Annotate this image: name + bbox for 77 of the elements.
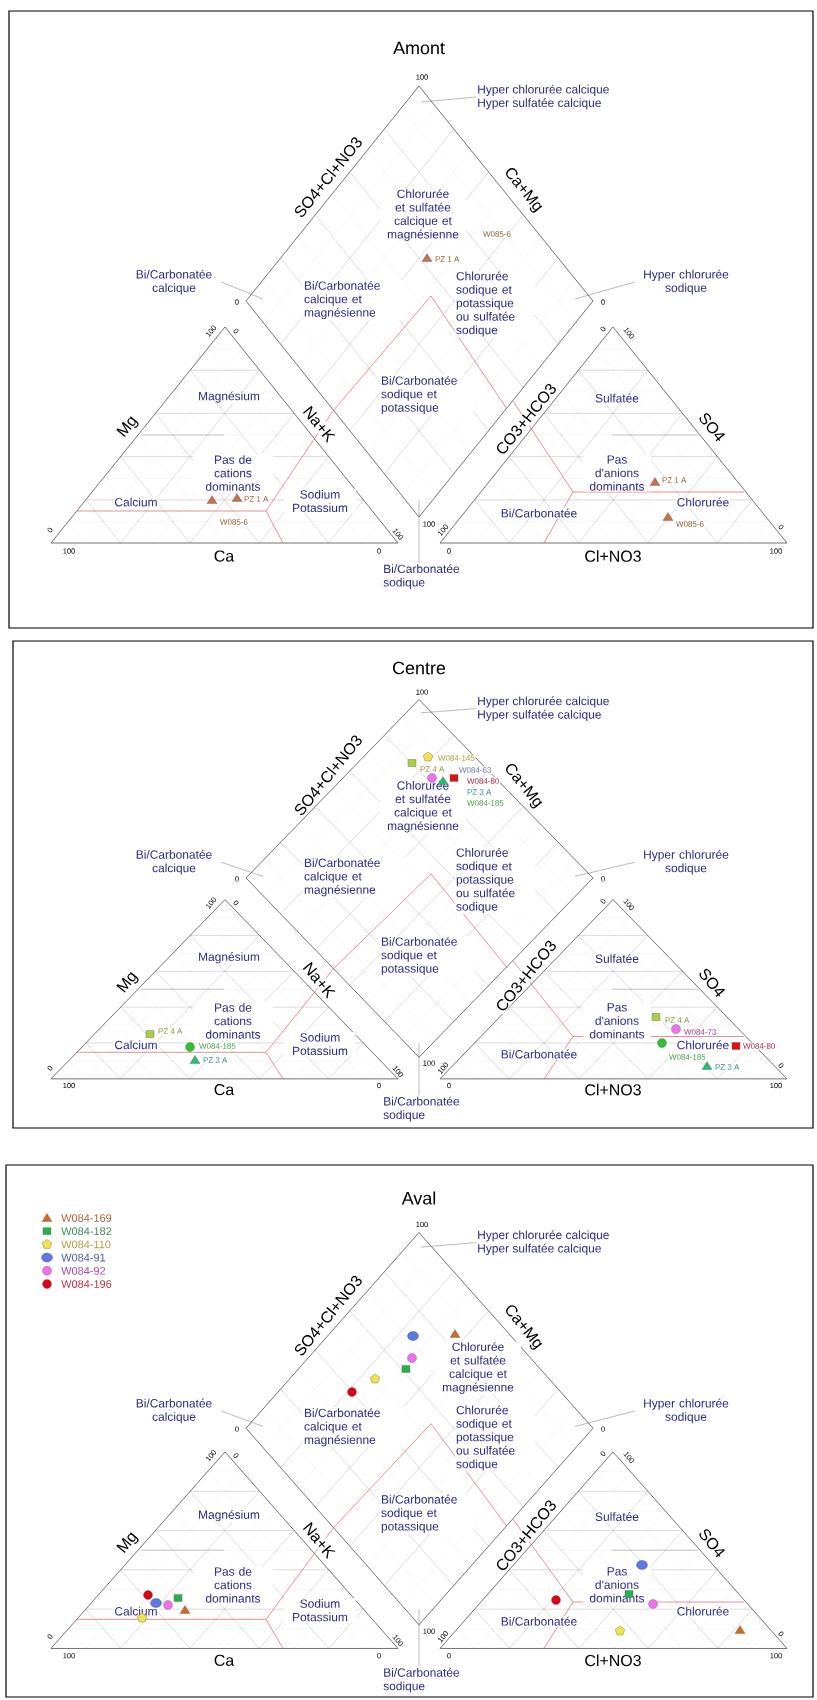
legend-label: W084-169 xyxy=(61,1214,112,1222)
leader-line xyxy=(220,281,264,300)
zone-label: Pas de cations dominants xyxy=(193,1566,273,1604)
panel-name: Amont xyxy=(392,40,446,56)
zone-label: Bi/Carbonatée xyxy=(500,1615,578,1627)
legend-label: W084-91 xyxy=(61,1253,106,1262)
leader-line xyxy=(574,281,636,300)
leader-line xyxy=(220,862,264,877)
leader-line xyxy=(420,1242,477,1248)
zone-label: Pas d'anions dominants xyxy=(583,454,651,492)
zone-label: Bi/Carbonatée sodique et potassique xyxy=(380,375,474,415)
callout-label: Hyper chlorurée sodique xyxy=(644,269,729,295)
legend-label: W084-196 xyxy=(61,1280,112,1288)
zone-label: Calcium xyxy=(113,1039,159,1050)
zone-label: Chlorurée et sulfatée calcique et magnésienne xyxy=(380,188,466,242)
leader-line xyxy=(420,708,477,714)
callout-label: Hyper chlorurée calcique Hyper sulfatée calcique xyxy=(478,696,609,722)
axis-label: Mg xyxy=(114,968,142,997)
axis-label: Mg xyxy=(114,412,142,442)
callout-label: Bi/Carbonatée calcique xyxy=(136,1398,212,1424)
panel-name: Aval xyxy=(400,1190,438,1206)
zone-label: Sulfatée xyxy=(594,1511,640,1522)
panel-name: Centre xyxy=(391,660,447,676)
axis-label: Cl+NO3 xyxy=(583,549,643,563)
zone-label: Chlorurée xyxy=(675,496,731,508)
callout-label: Bi/Carbonatée sodique xyxy=(383,564,460,589)
zone-label: Pas d'anions dominants xyxy=(583,1002,651,1040)
zone-label: Bi/Carbonatée calcique et magnésienne xyxy=(303,1407,405,1448)
zone-label: Bi/Carbonatée sodique et potassique xyxy=(380,1493,474,1534)
zone-label: Sodium Potassium xyxy=(284,1032,356,1056)
zone-label: Bi/Carbonatée xyxy=(500,1048,578,1060)
zone-label: Magnésium xyxy=(197,951,261,965)
zone-label: Sodium Potassium xyxy=(284,1598,356,1623)
zone-label: Bi/Carbonatée calcique et magnésienne xyxy=(303,280,405,320)
zone-label: Chlorurée sodique et potassique ou sulfatée sodique xyxy=(455,270,535,338)
legend-label: W084-92 xyxy=(61,1266,106,1275)
zone-label: Bi/Carbonatée xyxy=(500,507,578,519)
leader-line xyxy=(418,1609,420,1667)
zone-label: Chlorurée xyxy=(675,1039,731,1051)
zone-label: Chlorurée sodique et potassique ou sulfatée sodique xyxy=(455,847,535,914)
zone-label: Chlorurée xyxy=(675,1605,731,1617)
zone-label: Pas de cations dominants xyxy=(193,454,273,492)
callout-label: Bi/Carbonatée sodique xyxy=(383,1096,460,1122)
leader-line xyxy=(418,499,420,564)
legend-label: W084-110 xyxy=(61,1240,111,1249)
zone-label: Sulfatée xyxy=(594,953,640,964)
zone-label: Chlorurée sodique et potassique ou sulfatée sodique xyxy=(455,1404,535,1472)
callout-label: Bi/Carbonatée sodique xyxy=(383,1667,460,1693)
axis-label: Ca xyxy=(213,1083,235,1097)
callout-label: Hyper chlorurée sodique xyxy=(644,849,729,875)
zone-label: Pas d'anions dominants xyxy=(583,1566,651,1604)
axis-label: Cl+NO3 xyxy=(583,1653,643,1667)
zone-label: Calcium xyxy=(113,496,159,508)
zone-label: Sodium Potassium xyxy=(284,489,356,513)
axis-label: Cl+NO3 xyxy=(583,1082,643,1097)
callout-label: Bi/Carbonatée calcique xyxy=(136,849,212,875)
zone-label: Sulfatée xyxy=(594,392,640,404)
zone-label: Magnésium xyxy=(197,390,261,404)
callout-label: Hyper chlorurée calcique Hyper sulfatée calcique xyxy=(478,1230,609,1255)
axis-label: Mg xyxy=(114,1528,142,1558)
legend-label: W084-182 xyxy=(61,1227,112,1236)
leader-line xyxy=(418,1042,420,1096)
zone-label: Chlorurée et sulfatée calcique et magnésienne xyxy=(435,1341,521,1395)
axis-label: Ca xyxy=(213,1653,235,1667)
zone-label: Bi/Carbonatée sodique et potassique xyxy=(380,936,474,976)
callout-label: Hyper chlorurée sodique xyxy=(644,1398,729,1424)
callout-label: Bi/Carbonatée calcique xyxy=(136,269,212,295)
callout-label: Hyper chlorurée calcique Hyper sulfatée calcique xyxy=(478,84,609,110)
leader-line xyxy=(220,1410,264,1427)
leader-line xyxy=(574,862,636,877)
leader-line xyxy=(420,96,477,103)
zone-label: Chlorurée et sulfatée calcique et magnésienne xyxy=(380,780,466,834)
leader-line xyxy=(574,1410,636,1427)
zone-label: Bi/Carbonatée calcique et magnésienne xyxy=(303,857,405,898)
zone-label: Pas de cations dominants xyxy=(193,1002,273,1040)
zone-label: Magnésium xyxy=(197,1509,261,1523)
axis-label: Ca xyxy=(213,549,235,563)
